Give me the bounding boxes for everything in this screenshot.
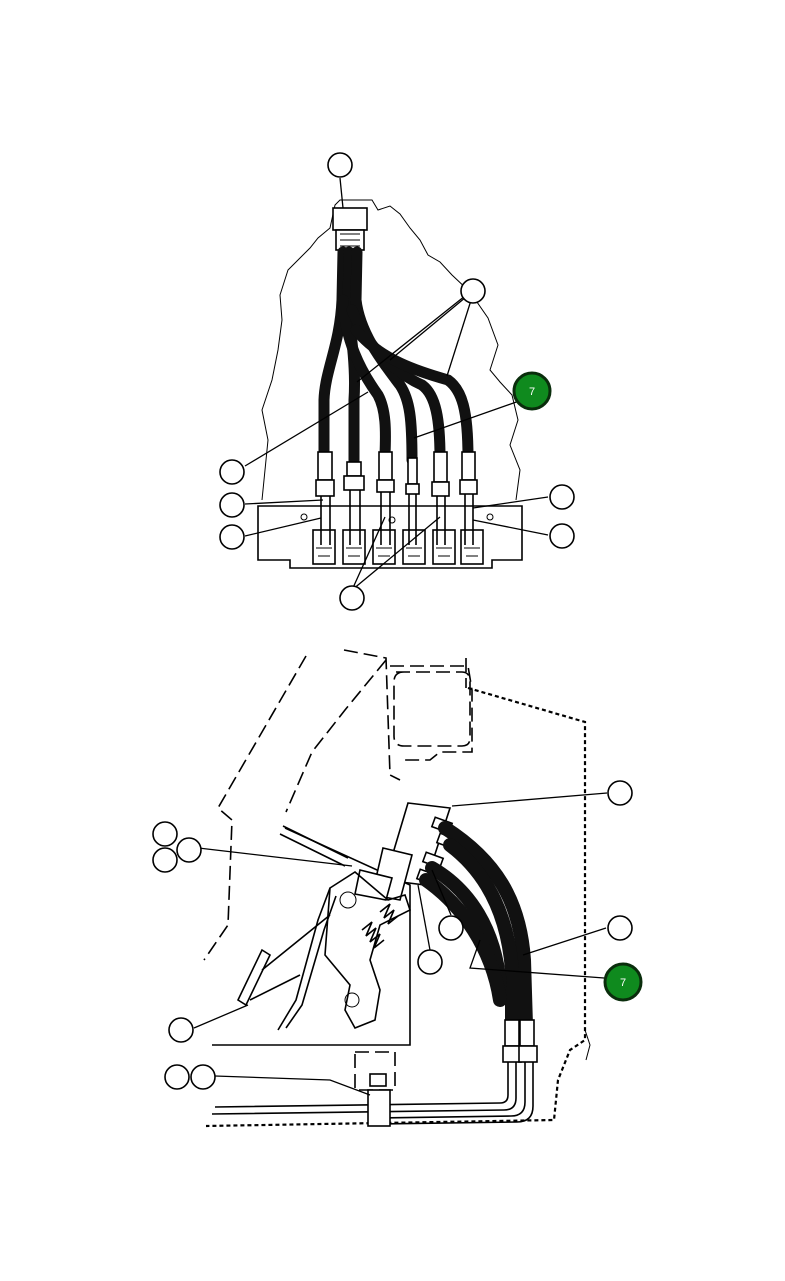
steel-tubes-top: [320, 490, 474, 545]
valve-spools: [312, 529, 484, 565]
callout-bottom-hose-7[interactable]: 7: [603, 962, 643, 1002]
callout-top-hose-7[interactable]: 7: [512, 371, 552, 411]
callout-bottom-hose-7-label: 7: [620, 977, 626, 989]
hydraulic-hoses-top: [318, 246, 474, 471]
frame-dashed-top: [343, 649, 401, 781]
callout-bottom-left-b: [152, 847, 178, 873]
callout-top-left-hose: [219, 459, 245, 485]
callout-top-manifold: [339, 585, 365, 611]
callout-bottom-clamp-a: [164, 1064, 190, 1090]
callout-top-hoses: [460, 278, 486, 304]
callout-bottom-fitting-b: [417, 949, 443, 975]
manifold-hole-left: [300, 513, 308, 521]
leader-lines-bottom: [189, 792, 608, 1096]
callout-top-left-tube: [219, 524, 245, 550]
callout-top-hose-7-label: 7: [529, 386, 535, 398]
hydraulic-hoses-bottom: [419, 821, 533, 1032]
top-view-breakout-outline: [261, 199, 521, 501]
callout-bottom-hose: [607, 915, 633, 941]
leader-lines-top: [244, 177, 549, 591]
cab-window-outline: [393, 671, 471, 747]
callout-top-right-fitting: [549, 484, 575, 510]
top-view: 7: [219, 152, 575, 611]
manifold-hole-right: [486, 513, 494, 521]
small-switch: [584, 1029, 591, 1061]
tube-clamp-bracket: [354, 1051, 396, 1127]
pedal-mounting-plate: [212, 827, 411, 1046]
hose-fittings-top: [315, 451, 478, 497]
hose-fittings-bottom: [502, 1019, 538, 1063]
pedal-linkage: [236, 871, 411, 1031]
foot-pedal: [236, 948, 272, 1007]
pedal-spring: [361, 903, 399, 949]
callout-bottom-clamp-b: [190, 1064, 216, 1090]
manifold-hole-center: [388, 516, 396, 524]
callout-top-left-fitting: [219, 492, 245, 518]
callout-bottom-left-c: [176, 837, 202, 863]
callout-top-right-tube: [549, 523, 575, 549]
frame-dashed-right: [205, 686, 587, 1128]
callout-bottom-valve: [607, 780, 633, 806]
quick-coupler-block: [332, 207, 368, 231]
callout-bottom-fitting-a: [438, 915, 464, 941]
steel-tubes-bottom: [211, 1062, 534, 1125]
callout-top-coupler: [327, 152, 353, 178]
callout-bottom-pedal: [168, 1017, 194, 1043]
frame-dashed-center: [285, 659, 387, 813]
bottom-view: 7: [152, 649, 643, 1128]
callout-bottom-left-a: [152, 821, 178, 847]
frame-dashed-left: [203, 655, 307, 961]
